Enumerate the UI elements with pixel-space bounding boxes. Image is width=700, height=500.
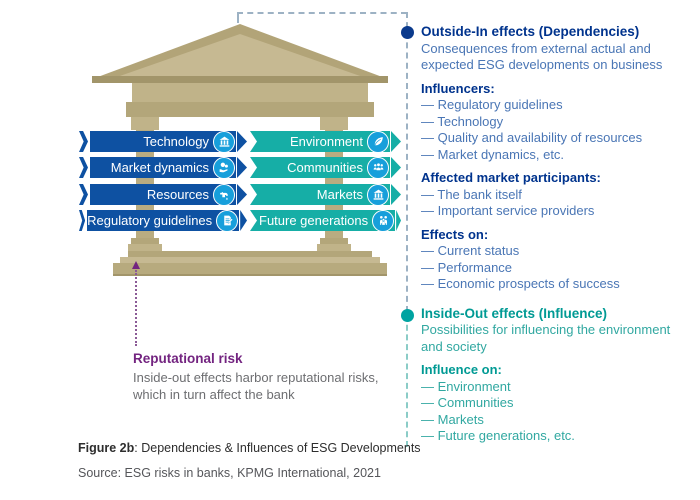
bank-icon [367,184,389,205]
reputational-risk-title: Reputational risk [133,351,243,366]
inside-out-title: Inside-Out effects (Influence) [421,305,608,321]
group-heading-affected-participants: Affected market participants: [421,170,601,185]
figure-caption-text: : Dependencies & Influences of ESG Devel… [134,441,421,455]
temple-column-base [128,244,162,251]
temple-step [128,251,372,258]
arrow-tip [240,210,247,231]
arrow-tip [237,131,247,152]
arrow-tip [391,184,401,205]
banner-market-dynamics: Market dynamics [79,156,247,179]
temple-column-base [320,238,348,245]
family-icon [372,210,395,231]
inside-out-bullet-dot [401,309,414,322]
list-item: — Important service providers [421,203,595,218]
temple-column-base [317,244,351,251]
figure-label: Figure 2b [78,441,135,455]
banner-label: Future generations [259,213,369,228]
banner-environment: Environment [250,131,401,152]
group-heading-influence-on: Influence on: [421,362,502,377]
temple-frieze [126,102,374,117]
chevron-icon [79,131,88,152]
list-item: — Performance [421,259,513,275]
list-item: — Future generations, etc. [421,428,575,443]
banner-technology: Technology [79,130,247,153]
reputational-risk-body: Inside-out effects harbor reputational r… [133,370,379,402]
leaf-icon [367,131,389,152]
hand-coins-icon [213,156,235,179]
up-arrow-icon [132,261,140,269]
outside-in-description: Consequences from external actual and ex… [421,40,663,73]
list-item: — The bank itself [421,186,522,202]
banner-resources: Resources [79,183,247,206]
group-heading-effects-on: Effects on: [421,226,489,242]
group-heading-influencers: Influencers: [421,80,495,96]
right-text-column: Outside-In effects (Dependencies) Conseq… [421,24,683,445]
dashed-connector [237,12,239,23]
outside-in-bullet-dot [401,26,414,39]
temple-column-base [131,238,159,245]
figure-caption: Figure 2b: Dependencies & Influences of … [78,441,421,455]
dotted-connector-purple [135,270,137,346]
banner-markets: Markets [250,184,401,205]
banner-label: Technology [143,134,209,149]
arrow-tip [237,184,247,205]
document-pen-icon [216,209,239,232]
banner-regulatory-guidelines: Regulatory guidelines [79,209,247,232]
outside-in-title: Outside-In effects (Dependencies) [421,24,640,39]
list-item: — Technology [421,113,504,129]
chevron-icon [79,184,88,205]
banner-communities: Communities [250,157,401,178]
list-item: — Markets [421,411,484,427]
arrow-tip [237,157,247,178]
temple-step [113,263,387,276]
temple-architrave [132,83,368,102]
chevron-icon [79,157,88,178]
chevron-icon [79,210,86,231]
banner-label: Communities [287,160,363,175]
reputational-risk-callout: Reputational risk Inside-out effects har… [133,350,383,403]
people-group-icon [367,157,389,178]
banner-future-generations: Future generations [250,210,401,231]
arrow-tip [396,210,401,231]
dashed-connector [237,12,407,14]
arrow-tip [391,131,401,152]
banner-label: Markets [316,187,363,202]
temple-step [120,257,380,264]
bank-building-icon [213,130,235,153]
banner-label: Market dynamics [110,160,209,175]
arrow-tip [391,157,401,178]
dashed-connector [406,12,408,312]
banner-label: Environment [290,134,363,149]
banner-label: Regulatory guidelines [87,213,213,228]
list-item: — Economic prospects of success [421,276,620,291]
temple-capital-left [131,117,159,130]
list-item: — Market dynamics, etc. [421,146,565,162]
temple-capital-right [320,117,348,130]
temple-pediment-inner [117,34,363,77]
inside-out-description: Possibilities for influencing the enviro… [421,322,671,354]
water-tap-icon [213,183,235,206]
banner-label: Resources [146,187,209,202]
list-item: — Communities [421,395,514,410]
list-item: — Environment [421,378,511,394]
list-item: — Regulatory guidelines [421,97,563,112]
list-item: — Current status [421,243,520,258]
dashed-connector-teal [406,315,408,447]
temple-eave [92,76,388,83]
list-item: — Quality and availability of resources [421,130,643,145]
source-line: Source: ESG risks in banks, KPMG Interna… [78,466,381,480]
